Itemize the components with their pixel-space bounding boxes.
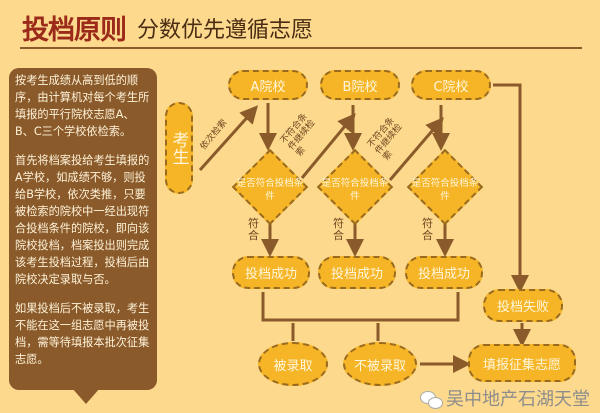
explanation-panel: 按考生成绩从高到低的顺序，由计算机对每个考生所填报的平行院校志愿A、B、C三个学… — [9, 68, 157, 390]
panel-paragraph: 按考生成绩从高到低的顺序，由计算机对每个考生所填报的平行院校志愿A、B、C三个学… — [15, 74, 150, 138]
decision-text: 是否符合投档条件 — [411, 178, 479, 202]
panel-pointer — [72, 388, 100, 404]
watermark-text: 吴中地产石湖天堂 — [446, 389, 590, 410]
arrow — [198, 105, 259, 172]
bracket — [261, 292, 460, 322]
success-node: 投档成功 — [405, 256, 483, 289]
match-label: 符合 — [248, 217, 259, 242]
divider — [20, 47, 582, 49]
admitted-node: 被录取 — [258, 342, 328, 386]
not-admitted-node: 不被录取 — [343, 342, 417, 386]
decision-text: 是否符合投档条件 — [236, 178, 304, 202]
arrow — [300, 113, 356, 179]
success-node: 投档成功 — [318, 256, 396, 289]
match-label: 符合 — [422, 217, 433, 242]
school-a: A院校 — [228, 70, 308, 100]
school-c: C院校 — [411, 70, 491, 100]
school-b: B院校 — [320, 70, 400, 100]
supplement-node: 填报征集志愿 — [468, 344, 576, 382]
success-node: 投档成功 — [232, 256, 310, 289]
student-node: 考生 — [165, 102, 193, 194]
match-label: 符合 — [333, 217, 344, 242]
fail-node: 投档失败 — [483, 289, 563, 322]
panel-paragraph: 如果投档后不被录取，考生不能在这一组志愿中再被投档，需等待填报本批次征集志愿。 — [15, 302, 150, 366]
subtitle: 分数优先遵循志愿 — [137, 18, 314, 43]
watermark: 吴中地产石湖天堂 — [420, 389, 590, 411]
title: 投档原则 — [22, 15, 127, 46]
wechat-icon — [420, 391, 443, 409]
connector — [493, 83, 529, 293]
arrow — [388, 117, 444, 181]
decision-text: 是否符合投档条件 — [321, 178, 389, 202]
panel-paragraph: 首先将档案投给考生填报的A学校，如成绩不够，则投给B学校，依次类推，只要被检索的… — [15, 154, 150, 286]
